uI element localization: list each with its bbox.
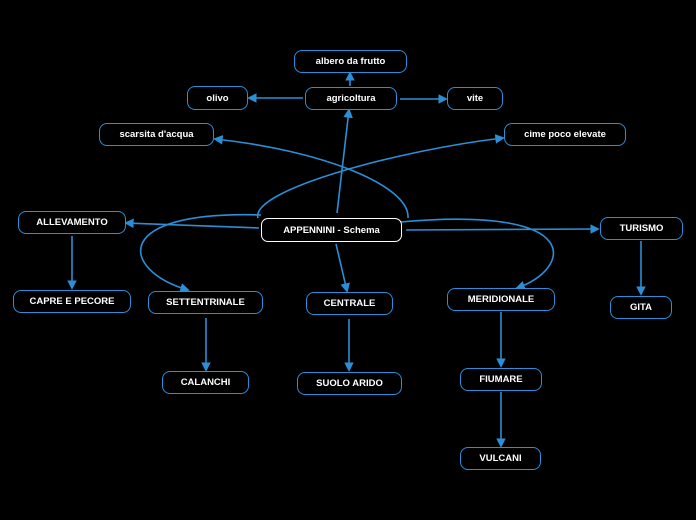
edge-root-cime [257, 134, 505, 219]
node-suolo-arido[interactable]: SUOLO ARIDO [297, 372, 402, 395]
node-albero-da-frutto[interactable]: albero da frutto [294, 50, 407, 73]
node-vite[interactable]: vite [447, 87, 503, 110]
node-calanchi[interactable]: CALANCHI [162, 371, 249, 394]
node-olivo[interactable]: olivo [187, 86, 248, 110]
edge-root-meridionale [399, 218, 555, 291]
edge-root-settentrinale [139, 213, 262, 293]
edge-root-turismo [405, 224, 600, 234]
node-settentrinale[interactable]: SETTENTRINALE [148, 291, 263, 314]
edge-root-allevamento [124, 218, 260, 229]
node-scarsita-d-acqua[interactable]: scarsita d'acqua [99, 123, 214, 146]
edge-root-centrale [335, 243, 350, 293]
node-agricoltura[interactable]: agricoltura [305, 87, 397, 110]
root-node[interactable]: APPENNINI - Schema [261, 218, 402, 242]
node-allevamento[interactable]: ALLEVAMENTO [18, 211, 126, 234]
node-centrale[interactable]: CENTRALE [306, 292, 393, 315]
node-meridionale[interactable]: MERIDIONALE [447, 288, 555, 311]
edge-root-scarsita [213, 135, 409, 219]
node-cime-poco-elevate[interactable]: cime poco elevate [504, 123, 626, 146]
edge-root-agricoltura [336, 108, 353, 214]
node-capre-e-pecore[interactable]: CAPRE E PECORE [13, 290, 131, 313]
node-fiumare[interactable]: FIUMARE [460, 368, 542, 391]
node-turismo[interactable]: TURISMO [600, 217, 683, 240]
node-gita[interactable]: GITA [610, 296, 672, 319]
node-vulcani[interactable]: VULCANI [460, 447, 541, 470]
